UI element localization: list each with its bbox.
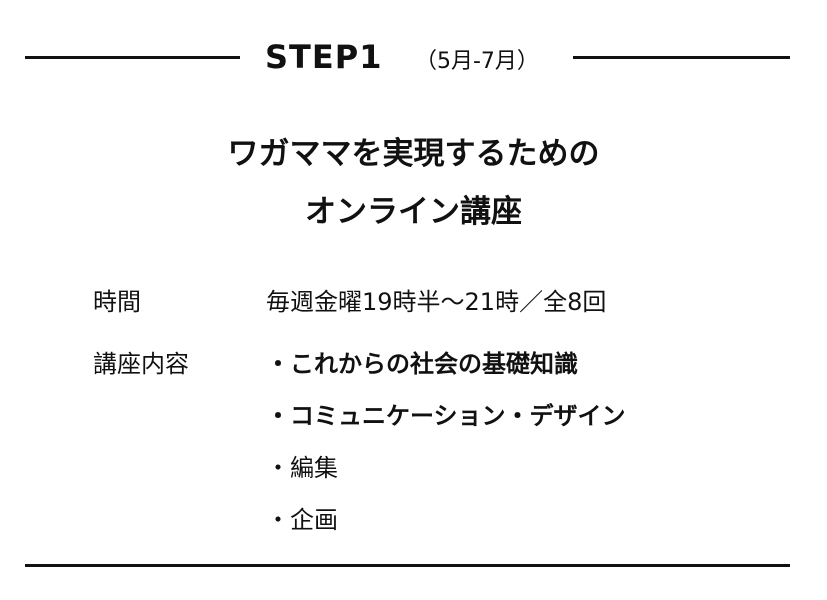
course-title-line1: ワガママを実現するための	[227, 136, 600, 172]
content-item: ・これからの社会の基礎知識	[266, 350, 578, 378]
schedule-value: 毎週金曜19時半〜21時／全8回	[266, 288, 607, 316]
schedule-label: 時間	[93, 288, 141, 316]
header-rule-left	[25, 56, 240, 59]
step-period: （5月-7月）	[415, 49, 539, 74]
footer-rule	[25, 564, 790, 567]
content-item: ・企画	[266, 506, 338, 534]
content-item: ・コミュニケーション・デザイン	[266, 402, 626, 430]
course-title-line2: オンライン講座	[305, 194, 522, 230]
content-label: 講座内容	[93, 350, 189, 378]
step-heading: STEP1	[265, 38, 383, 76]
content-item: ・編集	[266, 454, 338, 482]
header-rule-right	[573, 56, 790, 59]
